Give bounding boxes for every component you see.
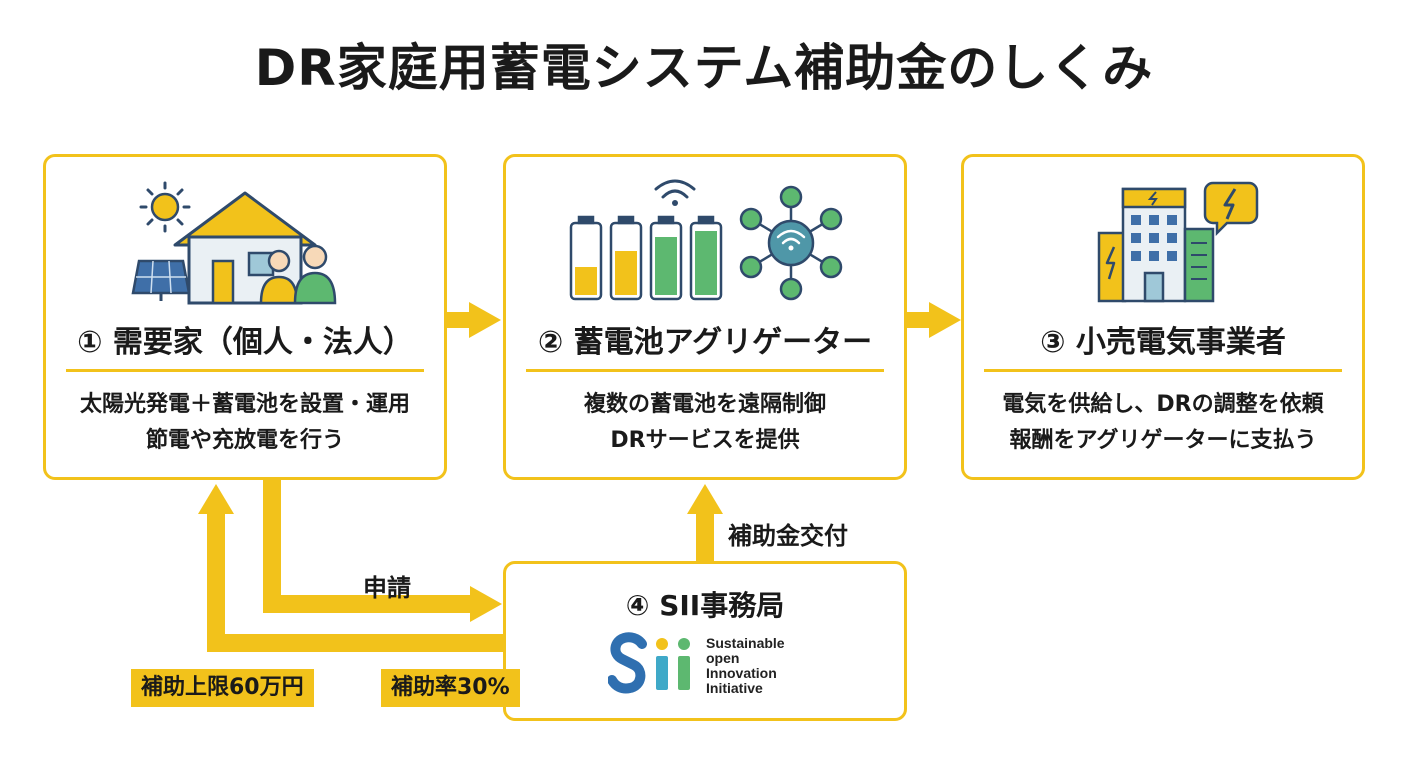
node-retailer: ③ 小売電気事業者 電気を供給し、DRの調整を依頼 報酬をアグリゲーターに支払う [961, 154, 1365, 480]
edge-label-grant: 補助金交付 [728, 522, 848, 550]
node-description: 電気を供給し、DRの調整を依頼 報酬をアグリゲーターに支払う [1002, 392, 1324, 453]
arrow-sii-to-consumer [198, 484, 503, 652]
edge-label-apply: 申請 [363, 574, 411, 602]
subsidy-rate-badge: 補助率30% [381, 669, 520, 707]
node-title: ① 需要家（個人・法人） [77, 325, 413, 360]
house-solar-family-icon [46, 175, 444, 305]
sii-logo-text: Sustainable open Innovation Initiative [706, 635, 785, 696]
node-title: ④ SII事務局 [625, 589, 785, 622]
arrow-aggregator-to-retailer [907, 302, 961, 338]
subsidy-limit-badge: 補助上限60万円 [131, 669, 314, 707]
arrow-consumer-to-sii [263, 480, 502, 622]
divider [984, 369, 1342, 372]
node-title: ③ 小売電気事業者 [1040, 325, 1286, 360]
divider [66, 369, 424, 372]
arrow-consumer-to-aggregator [447, 302, 501, 338]
batteries-network-icon [506, 175, 904, 305]
node-sii: ④ SII事務局 Sustainable open Innovation Ini… [503, 561, 907, 721]
node-description: 太陽光発電＋蓄電池を設置・運用 節電や充放電を行う [79, 392, 410, 453]
node-title: ② 蓄電池アグリゲーター [537, 325, 873, 360]
sii-logo [608, 632, 690, 694]
page-title: DR家庭用蓄電システム補助金のしくみ [240, 36, 1168, 100]
node-description: 複数の蓄電池を遠隔制御 DRサービスを提供 [583, 392, 826, 453]
power-building-icon [964, 175, 1362, 305]
arrow-sii-to-aggregator [687, 484, 723, 561]
divider [526, 369, 884, 372]
title-block: DR家庭用蓄電システム補助金のしくみ [0, 36, 1408, 100]
node-aggregator: ② 蓄電池アグリゲーター 複数の蓄電池を遠隔制御 DRサービスを提供 [503, 154, 907, 480]
node-consumer: ① 需要家（個人・法人） 太陽光発電＋蓄電池を設置・運用 節電や充放電を行う [43, 154, 447, 480]
